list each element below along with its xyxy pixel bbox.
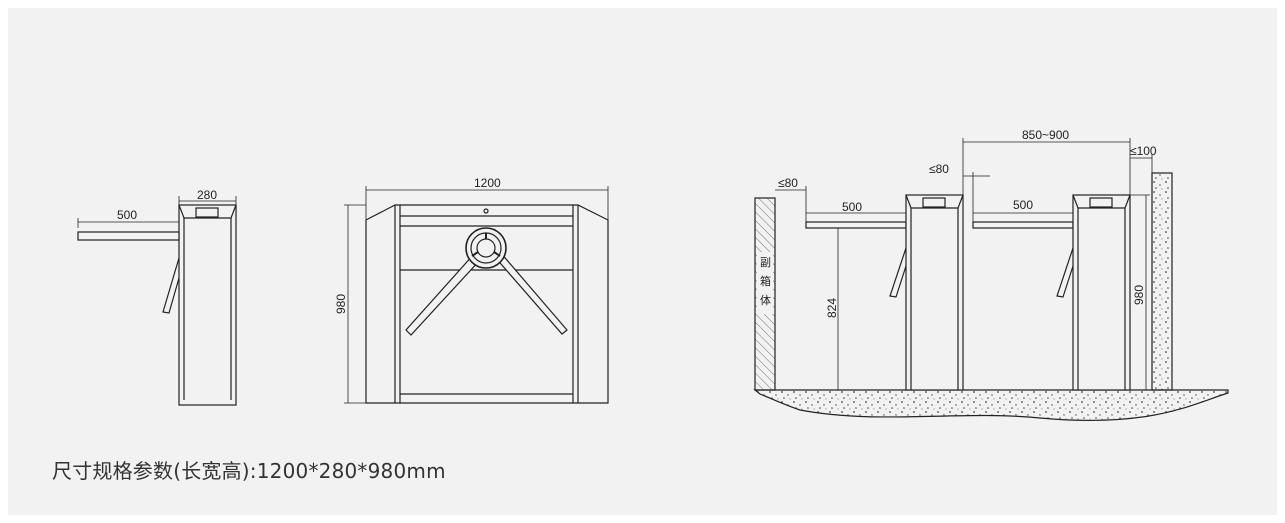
front-view — [344, 186, 609, 404]
install-arm-right-label: 500 — [1013, 198, 1033, 212]
ground — [753, 389, 1229, 421]
install-arm-left-label: 500 — [842, 200, 862, 214]
front-tripod-arm-right — [493, 251, 568, 335]
side-card-reader — [195, 207, 219, 218]
front-height-label: 980 — [334, 294, 348, 314]
side-arm-length-label: 500 — [117, 208, 137, 222]
front-tripod-arm-left — [405, 253, 481, 336]
install-height-label: 980 — [1132, 285, 1146, 305]
side-width-label: 280 — [197, 188, 217, 202]
rotor-hub — [465, 227, 507, 269]
front-length-label: 1200 — [474, 176, 501, 190]
install-gap-middle-label: ≤80 — [929, 162, 949, 176]
front-left-cabinet — [365, 204, 401, 404]
install-arm-left — [805, 221, 907, 229]
side-arm — [77, 231, 180, 241]
right-wall — [1151, 172, 1173, 391]
aux-box-label-2: 箱 — [760, 274, 771, 288]
install-arm-right — [972, 221, 1074, 229]
install-passage-label: 850~900 — [1022, 128, 1069, 142]
spec-caption: 尺寸规格参数(长宽高):1200*280*980mm — [52, 459, 446, 483]
side-view — [77, 196, 237, 406]
install-gap-left-label: ≤80 — [778, 176, 798, 190]
front-right-cabinet — [572, 204, 609, 404]
install-arm-height-label: 824 — [825, 298, 839, 318]
aux-box-label-3: 体 — [760, 293, 771, 307]
install-turnstile-2 — [1056, 194, 1131, 391]
installation-view — [753, 138, 1229, 421]
side-cabinet — [178, 204, 237, 406]
install-gap-right-label: ≤100 — [1130, 144, 1157, 158]
install-turnstile-1 — [889, 194, 964, 391]
aux-box-label-1: 副 — [760, 256, 771, 269]
